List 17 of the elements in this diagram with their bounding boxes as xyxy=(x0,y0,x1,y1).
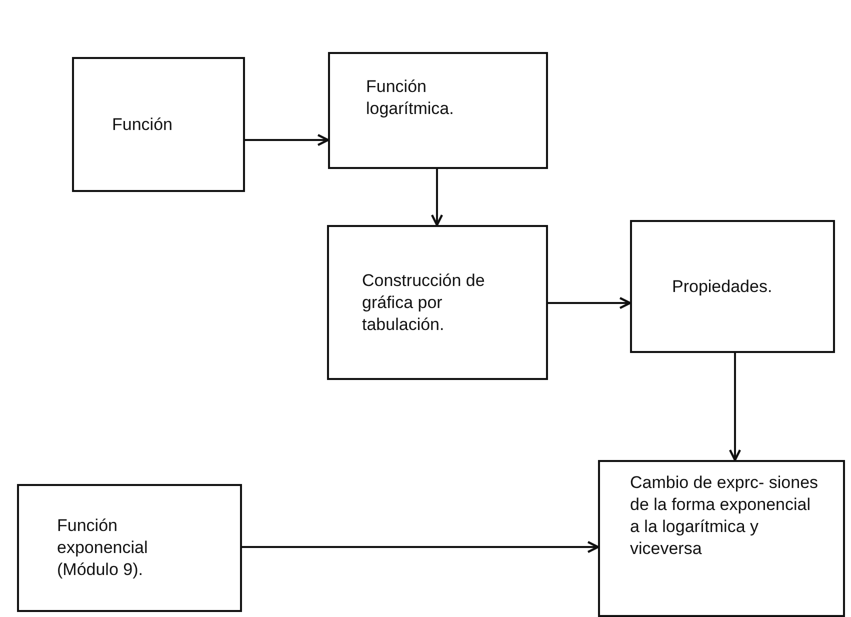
arrow xyxy=(430,169,444,226)
process-box xyxy=(328,52,548,169)
box-text: Propiedades. xyxy=(672,276,774,298)
process-box xyxy=(630,220,835,353)
process-box xyxy=(598,460,845,617)
arrow xyxy=(245,134,330,146)
arrow xyxy=(728,353,742,462)
box-text: Cambio de exprc- siones de la forma exponencial a la logarítmica y viceversa xyxy=(630,472,820,560)
box-text: Función xyxy=(112,114,174,136)
process-box xyxy=(72,57,245,192)
process-box xyxy=(327,225,548,380)
arrow xyxy=(242,540,600,554)
box-text: Función exponencial (Módulo 9). xyxy=(57,515,149,581)
box-text: Función logarítmica. xyxy=(366,76,455,120)
process-box xyxy=(17,484,242,612)
box-text: Construcción de gráfica por tabulación. xyxy=(362,270,486,336)
arrow xyxy=(548,296,632,310)
